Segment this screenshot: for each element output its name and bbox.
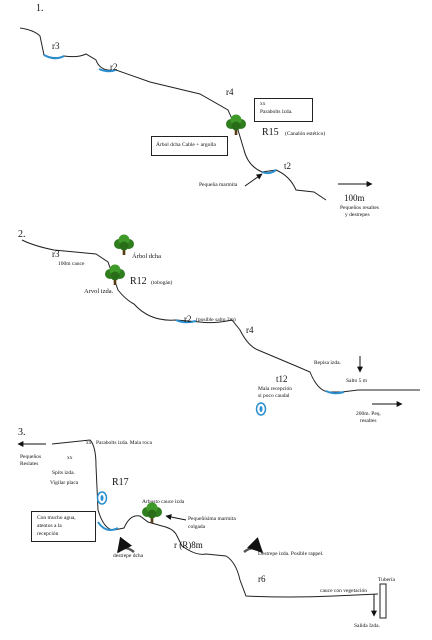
veg-label: cauce con vegetación <box>320 588 368 594</box>
distance-2-2: resaltes <box>360 418 377 424</box>
anchor-marks-left: xx <box>67 455 73 461</box>
r2-note: (posible salto 2m) <box>196 317 236 323</box>
pool-1 <box>43 54 65 60</box>
anchor-text: Parabolts izda. <box>260 109 293 115</box>
rapel-r2-2: r2 <box>184 314 192 324</box>
watch-label: Vigilar placa <box>50 480 79 486</box>
pothole-arrow <box>244 173 263 187</box>
downclimb-right-arrow <box>117 536 135 554</box>
pot-arrow <box>165 514 187 521</box>
pothole-label: Pequeña marmita <box>199 182 238 188</box>
r3-note: 100m cauce <box>58 261 85 267</box>
ledge-label: Repisa izda. <box>314 360 341 366</box>
tree-label-2: Arvol izda. <box>84 288 114 295</box>
downclimb-left-label: Destrepe izda. Posible rappel. <box>258 551 324 557</box>
pipe-label: Tubería <box>378 577 395 583</box>
rapel-r6: r6 <box>258 574 266 584</box>
tree-icon-2a <box>114 234 134 255</box>
rapel-r2: r2 <box>110 62 118 72</box>
distance-2-1: 200m. Peq. <box>356 411 381 417</box>
pot-label-2: colgada <box>188 524 206 530</box>
distance-note-2: y destrepes <box>345 212 370 218</box>
pot-label-1: Pequeñísima marmita <box>188 516 236 522</box>
rapel-r12: R12 <box>130 276 147 287</box>
pool-4 <box>175 319 197 324</box>
rapel-r17: R17 <box>112 477 129 488</box>
r15-note: (Canalón estético) <box>285 131 326 137</box>
warning-box: Con mucho agua, atentos a la recepción <box>31 511 96 542</box>
tree-note-box: Árbol dcha Cable + argolla <box>151 136 228 156</box>
section-3-number: 3. <box>18 427 26 438</box>
rapel-r4: r4 <box>226 87 234 97</box>
pool-5 <box>325 390 345 395</box>
t12-note-2: si poco caudal <box>258 393 290 399</box>
section-2-number: 2. <box>18 229 26 240</box>
distance-note-1: Pequeños resaltes <box>340 205 379 211</box>
warn-1: Con mucho agua, <box>37 515 76 521</box>
small-1: Pequeños <box>20 454 42 460</box>
rapel-r3-2: r3 <box>52 249 60 259</box>
jump-t2: t2 <box>284 161 292 171</box>
t12-note-1: Mala recepción <box>258 386 293 392</box>
rapel-r4-2: r4 <box>246 325 254 335</box>
tree-note: Árbol dcha Cable + argolla <box>156 142 216 148</box>
warn-3: recepción <box>37 531 59 537</box>
small-2: Reslates <box>20 461 39 467</box>
r12-note: (tobogán) <box>151 280 173 286</box>
exit-label: Salida Izda. <box>354 623 380 629</box>
anchor-marks: xx <box>260 101 266 107</box>
profile-section-3 <box>51 439 379 598</box>
distance-100m: 100m <box>344 193 365 203</box>
pool-3 <box>261 169 277 175</box>
rapel-r3: r3 <box>52 41 60 51</box>
section-1-number: 1. <box>36 3 44 14</box>
downclimb-right-label: destrepe dcha <box>113 553 144 559</box>
anchor-marks-top: xx <box>86 440 92 446</box>
rapel-r15: R15 <box>262 127 279 138</box>
downclimb-left-arrow <box>243 537 264 554</box>
profile-section-2 <box>21 239 420 393</box>
jump-t12: t12 <box>276 374 288 384</box>
tree-icon <box>226 114 246 135</box>
rapel-r8: r (R)8m <box>174 540 203 550</box>
pool-6 <box>97 521 119 531</box>
pool-2 <box>98 68 117 73</box>
shrub-label: Arbusto cauce izda <box>142 499 185 505</box>
warn-2: atentos a la <box>37 523 62 529</box>
anchor-text-3: Parabolts izda. Mala roca <box>96 440 152 446</box>
tree-label-1: Árbol dcha <box>132 253 162 260</box>
tree-icon-2b <box>105 264 125 285</box>
pipe-icon <box>379 583 387 619</box>
anchor-box: xx Parabolts izda. <box>254 98 313 122</box>
spits-label: Spits izda. <box>52 470 75 476</box>
jump-label: Salto 5 m <box>346 378 368 384</box>
